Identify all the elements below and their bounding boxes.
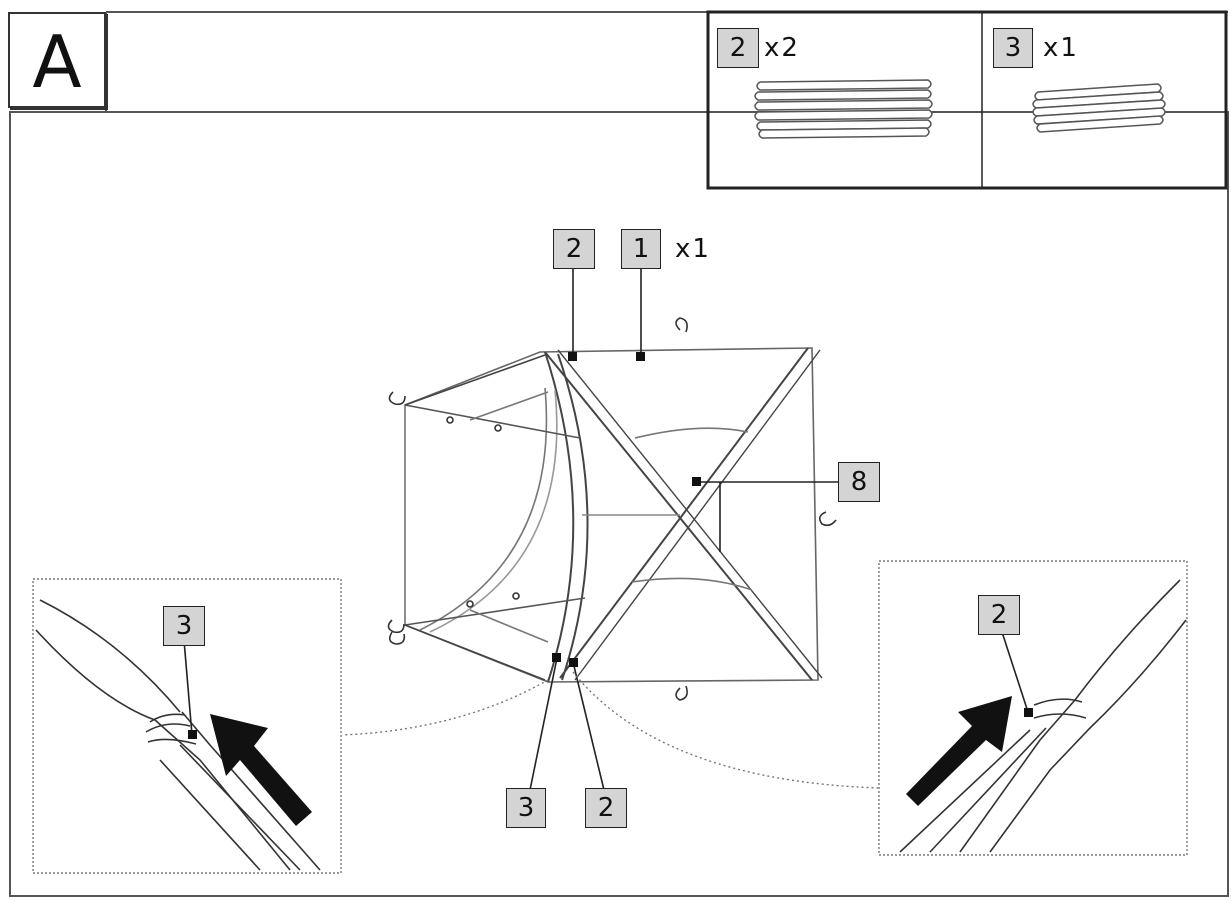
callout-1: 1 xyxy=(621,229,661,269)
arch-pole-inner xyxy=(557,353,589,681)
callout-1-qty: x1 xyxy=(675,234,711,264)
dotted-connector-left xyxy=(341,679,549,736)
tent-illustration xyxy=(387,317,837,701)
detail-left-callout: 3 xyxy=(163,606,205,646)
detail-box-left xyxy=(32,578,342,874)
step-letter: A xyxy=(8,12,106,108)
arch-pole-outer xyxy=(544,351,575,683)
leader-dots xyxy=(552,352,701,667)
detail-box-right xyxy=(878,560,1188,856)
arrow-icon xyxy=(906,696,1012,806)
cross-pole-b xyxy=(559,347,809,679)
stake-loops xyxy=(387,317,837,701)
part-label-2: 2 xyxy=(717,28,759,68)
cross-pole-a xyxy=(544,351,813,681)
arrow-icon xyxy=(210,714,312,826)
door-curve xyxy=(419,387,548,631)
pole-bundle-icon xyxy=(754,79,933,139)
leader-lines xyxy=(529,268,840,791)
callout-2-top: 2 xyxy=(553,229,595,269)
dotted-connector-right xyxy=(572,671,879,789)
leader-line xyxy=(183,639,193,736)
cross-pole-b2 xyxy=(574,349,821,681)
callout-8: 8 xyxy=(838,462,880,502)
part-label-3: 3 xyxy=(993,28,1033,68)
outer-frame xyxy=(9,111,1229,897)
detail-right-callout: 2 xyxy=(978,595,1020,635)
callout-3-bottom: 3 xyxy=(506,788,546,828)
leader-dot xyxy=(188,730,197,739)
callout-2-bottom: 2 xyxy=(585,788,627,828)
pole-bundle-icon-part-3 xyxy=(1032,83,1166,133)
part-qty-3: x1 xyxy=(1043,33,1079,63)
part-qty-2: x2 xyxy=(764,33,800,63)
parts-box xyxy=(706,10,1228,190)
cross-pole-a2 xyxy=(557,349,823,679)
leader-dot xyxy=(1024,708,1033,717)
leader-line xyxy=(1001,631,1029,713)
